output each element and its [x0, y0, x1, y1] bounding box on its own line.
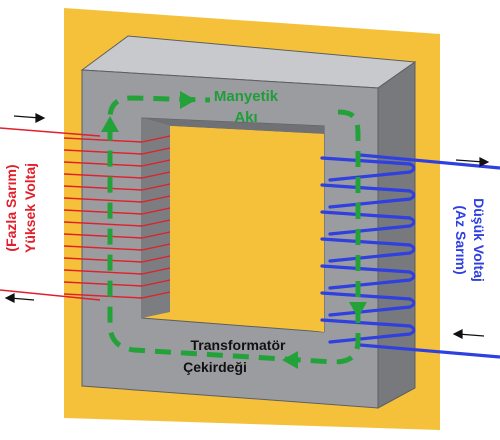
primary-turn-back	[141, 171, 171, 179]
arrow-secondary-in-head	[452, 329, 463, 339]
flux-arrow-bottom	[282, 351, 298, 369]
primary-label-line2: Yüksek Voltaj	[22, 163, 38, 253]
primary-turn-back	[141, 147, 171, 155]
current-arrows	[4, 113, 490, 339]
secondary-turn	[320, 156, 416, 182]
core-label-line2: Çekirdeği	[183, 359, 247, 375]
primary-turn-front	[63, 293, 143, 299]
core-label-line1: Transformatör	[191, 337, 286, 353]
primary-turn-back	[141, 231, 171, 239]
arrow-primary-out-head	[4, 293, 15, 303]
primary-turn-front	[63, 281, 143, 287]
window-inner-top	[142, 118, 324, 134]
primary-turn-front	[63, 161, 143, 167]
flux-arrow-right	[349, 302, 367, 318]
primary-turn-front	[63, 233, 143, 239]
secondary-turn	[320, 183, 416, 209]
core-side-face	[377, 61, 416, 409]
window-inner-left	[142, 118, 170, 318]
primary-turn-front	[63, 149, 143, 155]
core-window	[170, 126, 324, 332]
secondary-label-line1: (Az Sarım)	[453, 205, 469, 274]
primary-turn-back	[141, 255, 171, 263]
primary-lead-top	[0, 127, 101, 137]
secondary-lead-top	[359, 153, 500, 170]
secondary-turn	[320, 264, 416, 290]
secondary-turn	[320, 291, 416, 317]
primary-turn-back	[141, 195, 171, 203]
primary-winding	[63, 135, 171, 299]
primary-turn-front	[63, 137, 143, 143]
secondary-winding	[320, 156, 416, 344]
primary-turn-front	[63, 245, 143, 251]
primary-turn-front	[63, 269, 143, 275]
primary-turn-back	[141, 243, 171, 251]
secondary-label-line2: Düşük Voltaj	[471, 198, 487, 282]
primary-turn-front	[63, 257, 143, 263]
primary-turn-back	[141, 135, 171, 143]
primary-turn-back	[141, 183, 171, 191]
primary-lead-bottom	[0, 289, 101, 301]
secondary-lead-bottom	[359, 343, 500, 359]
primary-turn-front	[63, 197, 143, 203]
primary-turn-front	[63, 209, 143, 215]
flux-label-line1: Manyetik	[214, 88, 279, 105]
primary-turn-back	[141, 267, 171, 275]
primary-turn-front	[63, 185, 143, 191]
arrow-primary-in-head	[35, 113, 46, 123]
flux-path	[107, 95, 361, 365]
primary-turn-back	[141, 279, 171, 287]
arrow-secondary-out-head	[479, 157, 490, 167]
primary-turn-back	[141, 291, 171, 299]
primary-turn-back	[141, 207, 171, 215]
primary-turn-front	[63, 173, 143, 179]
secondary-turn	[320, 318, 416, 344]
flux-arrow-top	[180, 91, 196, 109]
primary-label-line1: (Fazla Sarım)	[3, 164, 19, 251]
flux-arrow-left	[101, 116, 119, 132]
arrow-secondary-out	[455, 159, 485, 163]
primary-turn-front	[63, 221, 143, 227]
secondary-turn	[320, 237, 416, 263]
primary-turn-back	[141, 159, 171, 167]
primary-turn-back	[141, 219, 171, 227]
flux-label-line2: Akı	[234, 109, 257, 126]
secondary-turn	[320, 210, 416, 236]
